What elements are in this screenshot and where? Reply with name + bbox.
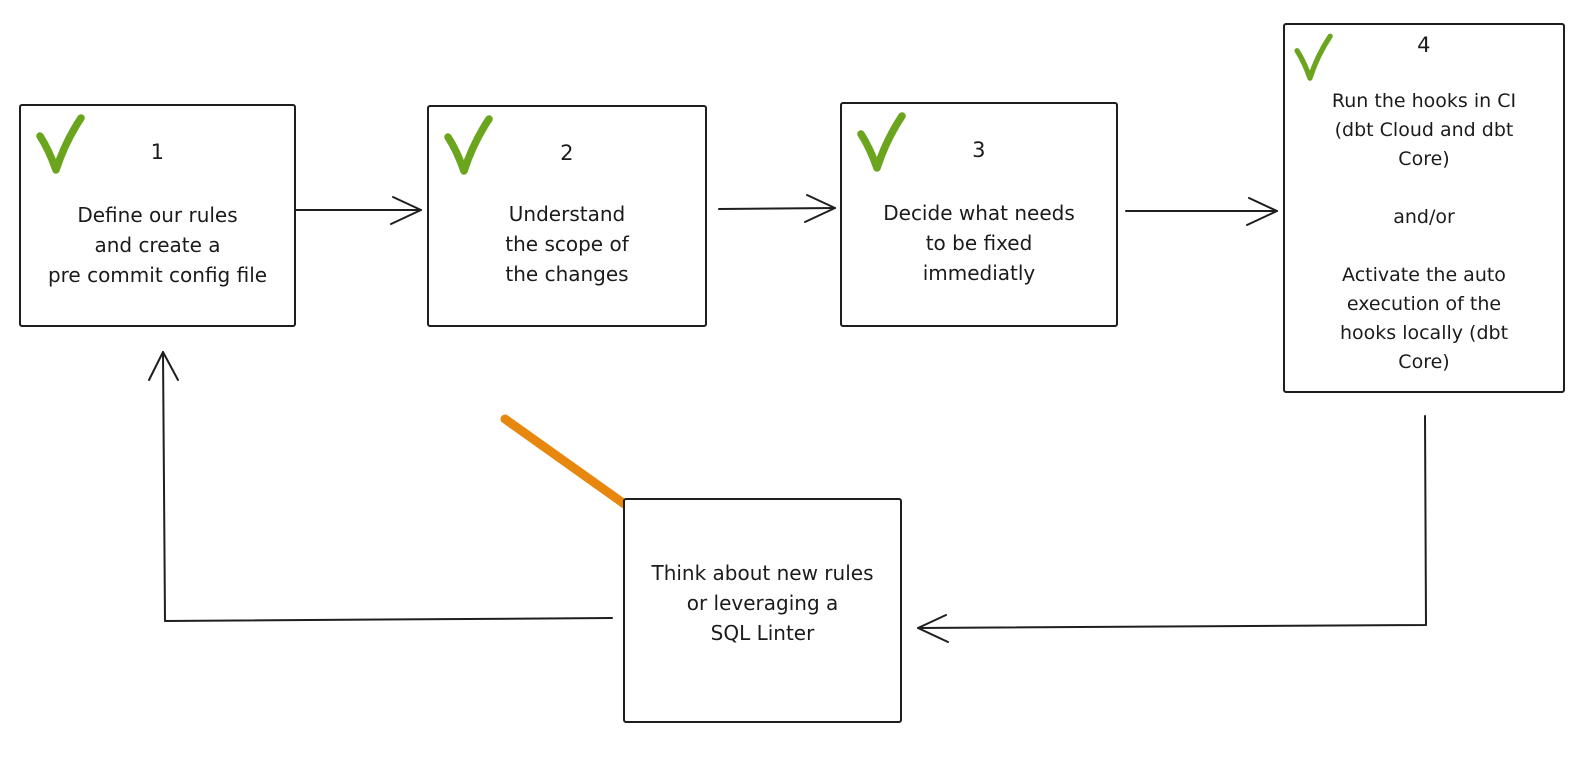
step-number: 4 [1417,33,1431,57]
arrow-loopbox-step1 [148,351,613,622]
arrow-step3-step4 [1125,197,1278,226]
step-number: 2 [560,141,574,165]
step-number: 1 [150,140,165,164]
arrow-step2-step3 [718,194,836,223]
arrow-step1-step2 [295,196,422,225]
step-number: 3 [972,138,986,162]
step-box-4: 4 Run the hooks in CI (dbt Cloud and dbt… [1283,23,1565,393]
checkmark-icon [1294,33,1333,81]
checkmark-icon [36,114,85,174]
loop-box-text: Think about new rules or leveraging a SQ… [651,561,874,645]
checkmark-icon [857,112,906,172]
step-text: Understand the scope of the changes [505,202,629,286]
loop-box: Think about new rules or leveraging a SQ… [623,498,902,723]
step-text: Define our rules and create a pre commit… [47,203,268,287]
step-box-3: 3 Decide what needs to be fixed immediat… [840,102,1118,327]
step-box-1: 1 Define our rules and create a pre comm… [19,104,296,327]
step-text: Run the hooks in CI (dbt Cloud and dbt C… [1331,90,1517,373]
step-text: Decide what needs to be fixed immediatly [883,201,1075,285]
step-box-2: 2 Understand the scope of the changes [427,105,707,327]
arrow-step4-loopbox [917,415,1427,643]
checkmark-icon [444,115,493,175]
